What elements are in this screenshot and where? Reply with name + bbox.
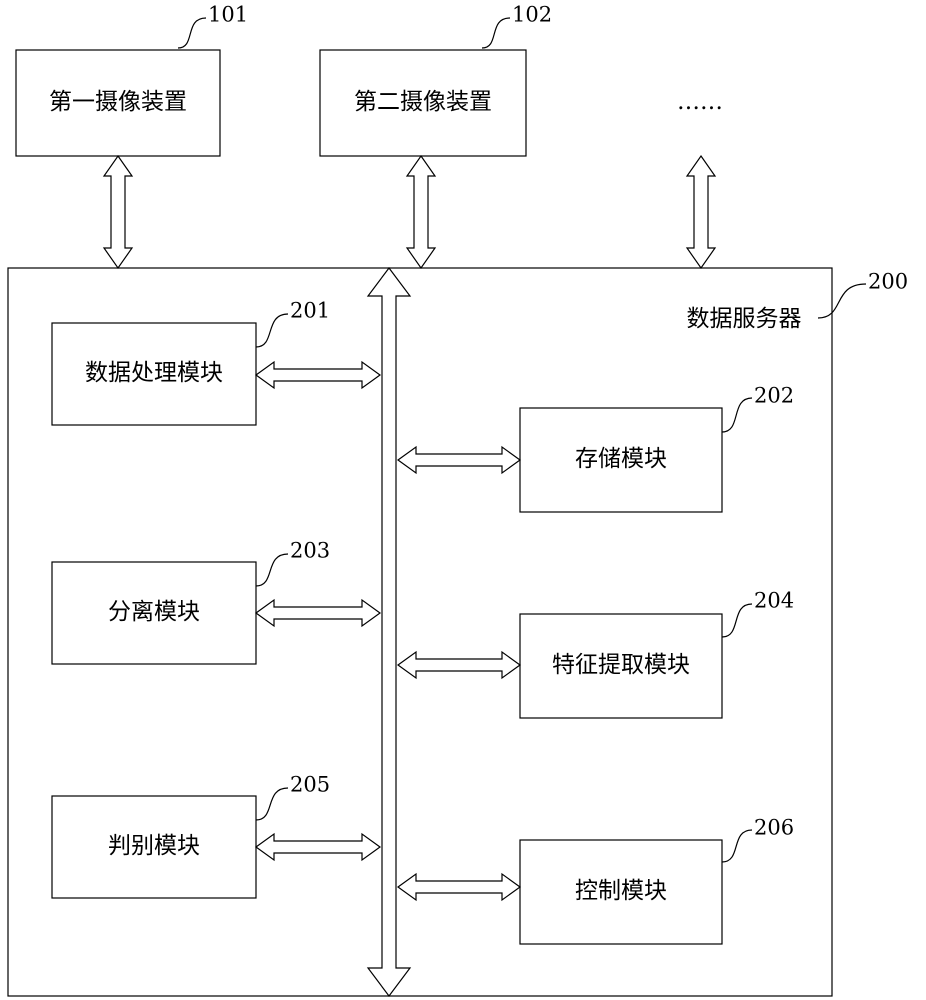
- ref-101: 101: [208, 3, 248, 27]
- device-link-arrow-3: [685, 154, 717, 270]
- module-label-206: 控制模块: [575, 878, 667, 904]
- module-label-202: 存储模块: [575, 446, 667, 472]
- ref-201: 201: [290, 299, 330, 323]
- module-box-206: [519, 839, 723, 945]
- device-link-arrow-1: [102, 154, 134, 270]
- leader-201: [255, 313, 289, 348]
- ref-202: 202: [754, 384, 794, 408]
- leader-202: [721, 397, 753, 433]
- module-label-203: 分离模块: [108, 599, 200, 625]
- module-label-205: 判别模块: [108, 833, 200, 859]
- bus-link-203: [254, 598, 382, 628]
- bus-link-204: [396, 650, 522, 680]
- bus-link-201: [254, 360, 382, 390]
- leader-204: [721, 603, 753, 638]
- bus-link-202: [396, 445, 522, 475]
- ref-200: 200: [868, 270, 908, 294]
- leader-205: [255, 787, 289, 821]
- ref-205: 205: [290, 773, 330, 797]
- module-label-204: 特征提取模块: [552, 652, 690, 678]
- leader-203: [255, 553, 289, 587]
- ref-102: 102: [512, 3, 552, 27]
- ref-203: 203: [290, 539, 330, 563]
- module-label-201: 数据处理模块: [85, 360, 223, 386]
- module-box-201: [51, 322, 257, 426]
- module-box-204: [519, 613, 723, 719]
- leader-102: [481, 17, 511, 49]
- ref-204: 204: [754, 589, 794, 613]
- device-label-1: 第一摄像装置: [49, 89, 187, 115]
- device-link-arrow-2: [405, 154, 437, 270]
- server-frame: [7, 267, 833, 997]
- server-label: 数据服务器: [687, 306, 802, 332]
- bus-link-206: [396, 872, 522, 902]
- ref-206: 206: [754, 816, 794, 840]
- leader-200: [817, 283, 867, 319]
- leader-101: [177, 17, 207, 49]
- device-label-2: 第二摄像装置: [354, 89, 492, 115]
- leader-206: [721, 829, 753, 863]
- device-box-2: [319, 49, 527, 157]
- bus-link-205: [254, 832, 382, 862]
- central-bus-arrow: [366, 267, 412, 997]
- device-label-ellipsis: ……: [677, 89, 723, 115]
